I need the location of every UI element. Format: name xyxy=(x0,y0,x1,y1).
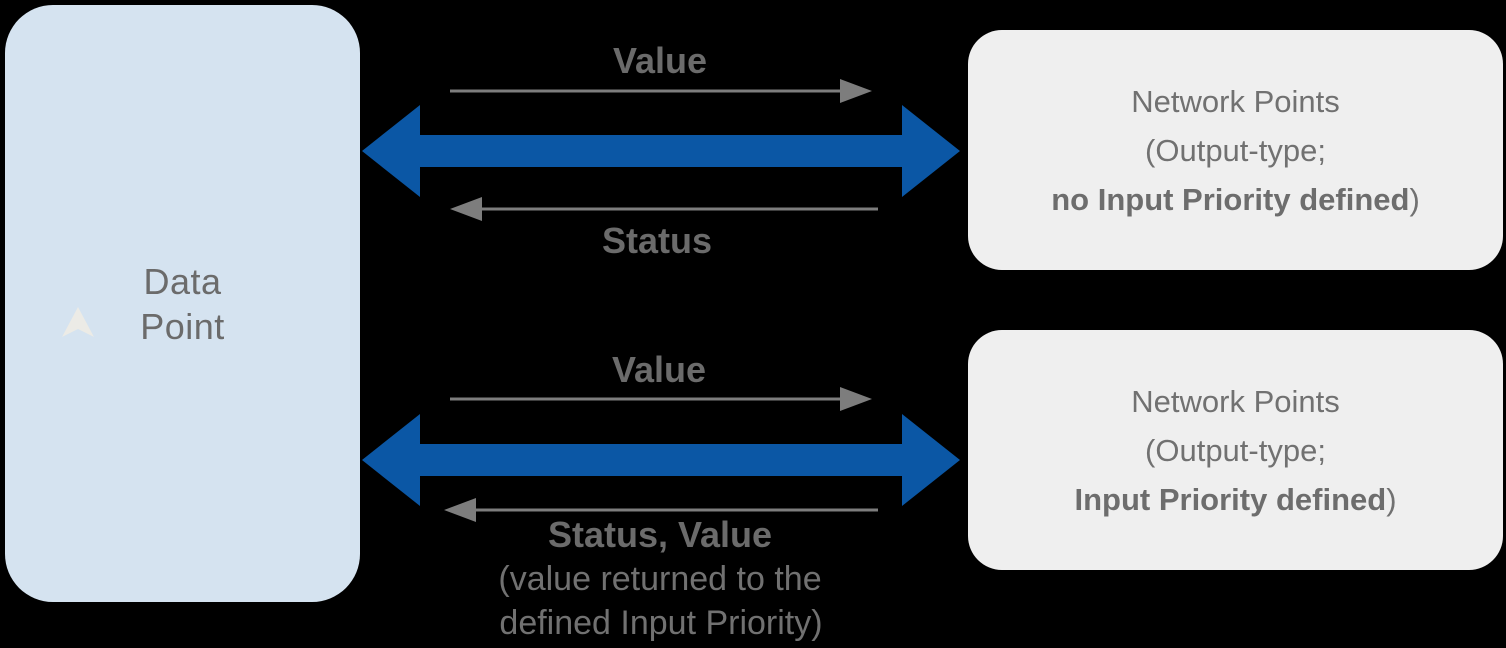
bottom-status-note-line1: (value returned to the xyxy=(498,560,822,598)
bottom-bidirectional-arrow-icon xyxy=(362,412,960,508)
network-box-line3-bold: no Input Priority defined xyxy=(1051,181,1410,217)
bottom-status-note-line2: defined Input Priority) xyxy=(499,604,823,642)
network-box-line2: (Output-type; xyxy=(1145,432,1326,468)
data-point-box: Data Point xyxy=(5,5,360,602)
network-points-box-no-priority: Network Points (Output-type; no Input Pr… xyxy=(968,30,1503,270)
network-box-line3-suffix: ) xyxy=(1386,481,1397,517)
top-value-label: Value xyxy=(612,40,708,81)
network-box-line3-suffix: ) xyxy=(1409,181,1420,217)
bottom-value-label: Value xyxy=(611,349,707,390)
top-bidirectional-arrow-icon xyxy=(362,103,960,199)
network-points-box-priority-defined: Network Points (Output-type; Input Prior… xyxy=(968,330,1503,570)
bottom-status-label: Status, Value xyxy=(547,514,773,555)
top-value-arrow-right-icon xyxy=(450,78,872,104)
network-box-line3: no Input Priority defined) xyxy=(1051,175,1420,224)
network-box-line1: Network Points xyxy=(1131,83,1340,119)
bottom-status-arrow-left-icon xyxy=(444,497,878,523)
network-box-line3-bold: Input Priority defined xyxy=(1074,481,1387,517)
network-box-line3: Input Priority defined) xyxy=(1074,475,1396,524)
cursor-icon xyxy=(62,306,95,337)
data-point-line1: Data xyxy=(143,260,222,302)
top-status-label: Status xyxy=(601,220,713,261)
data-point-label: Data Point xyxy=(62,259,225,349)
data-point-line2: Point xyxy=(140,305,225,347)
network-box-line1: Network Points xyxy=(1131,383,1340,419)
top-status-arrow-left-icon xyxy=(450,196,878,222)
bottom-value-arrow-right-icon xyxy=(450,386,872,412)
network-box-line2: (Output-type; xyxy=(1145,132,1326,168)
